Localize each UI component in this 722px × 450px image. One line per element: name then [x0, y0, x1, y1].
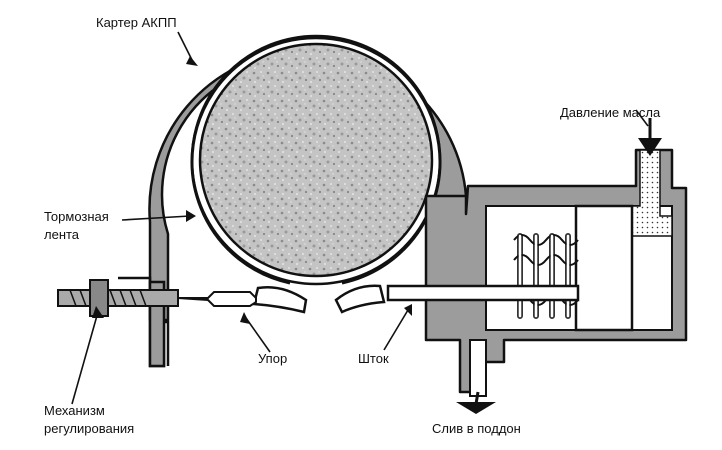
- oil-pressure-arrow: [638, 118, 662, 156]
- leader-stop: [245, 317, 271, 353]
- servo: [386, 148, 688, 397]
- drain-arrow: [456, 391, 496, 414]
- label-adjust-line2: регулирования: [44, 421, 135, 436]
- leader-adjust: [71, 311, 99, 405]
- label-adjust-line1: Механизм: [44, 403, 105, 418]
- leader-rod: [383, 309, 409, 351]
- label-housing: Картер АКПП: [96, 15, 177, 30]
- label-brake-band-line2: лента: [44, 227, 80, 242]
- label-rod: Шток: [358, 351, 389, 366]
- leader-housing: [177, 31, 193, 61]
- label-drain: Слив в поддон: [432, 421, 521, 436]
- adjust-mechanism: [57, 279, 257, 317]
- drum: [190, 34, 442, 286]
- leader-lines: [71, 31, 649, 405]
- leader-brake-band: [121, 215, 191, 221]
- label-oil-pressure: Давление масла: [560, 105, 661, 120]
- leader-arrowheads: [92, 56, 412, 324]
- leader-oil: [635, 109, 649, 127]
- label-brake-band-line1: Тормозная: [44, 209, 109, 224]
- label-stop: Упор: [258, 351, 288, 366]
